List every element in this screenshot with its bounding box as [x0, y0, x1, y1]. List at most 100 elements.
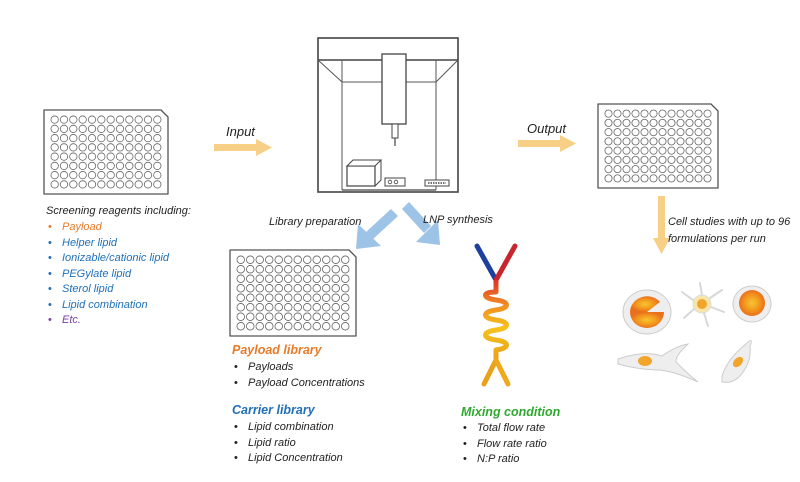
plate-well	[284, 265, 293, 274]
plate-well	[649, 165, 658, 174]
plate-well	[134, 143, 143, 152]
library-preparation-label: Library preparation	[269, 216, 362, 228]
plate-well	[667, 128, 676, 137]
plate-well	[631, 128, 640, 137]
plate-well	[303, 312, 312, 321]
plate-well	[134, 134, 143, 143]
plate-well	[50, 115, 59, 124]
payload-library-title: Payload library	[232, 343, 322, 357]
plate-well	[59, 152, 69, 161]
cell-studies-line-2: formulations per run	[668, 233, 766, 245]
plate-well	[143, 134, 153, 143]
plate-well	[106, 124, 115, 133]
plate-well	[604, 155, 613, 164]
plate-well	[115, 180, 125, 189]
plate-well	[303, 293, 312, 302]
plate-well	[604, 118, 613, 127]
plate-well	[78, 152, 87, 161]
plate-well	[331, 265, 340, 274]
payload-library-item: Payload Concentrations	[232, 376, 365, 392]
carrier-library-item: Lipid combination	[232, 420, 343, 436]
plate-well	[106, 115, 115, 124]
plate-well	[143, 152, 153, 161]
plate-well	[631, 118, 640, 127]
plate-well	[622, 137, 631, 146]
plate-well	[59, 134, 69, 143]
plate-well	[649, 137, 658, 146]
plate-well	[312, 322, 321, 331]
plate-well	[703, 155, 712, 164]
plate-well	[322, 303, 331, 312]
plate-well	[97, 171, 106, 180]
plate-well	[613, 174, 622, 183]
plate-well	[97, 134, 106, 143]
plate-well	[640, 146, 649, 155]
mixing-condition-item: Total flow rate	[461, 421, 547, 437]
plate-well	[312, 274, 321, 283]
plate-well	[59, 180, 69, 189]
plate-well	[125, 143, 134, 152]
plate-well	[604, 174, 613, 183]
plate-well	[115, 171, 125, 180]
plate-well	[78, 180, 87, 189]
plate-well	[78, 171, 87, 180]
plate-well	[676, 109, 685, 118]
plate-well	[59, 115, 69, 124]
plate-well	[97, 124, 106, 133]
plate-well	[265, 255, 274, 264]
plate-well	[284, 284, 293, 293]
plate-well	[658, 118, 667, 127]
plate-well	[78, 115, 87, 124]
plate-well	[106, 134, 115, 143]
plate-well	[613, 146, 622, 155]
plate-well	[265, 312, 274, 321]
plate-well	[153, 152, 162, 161]
plate-well	[236, 293, 245, 302]
plate-well	[255, 303, 264, 312]
plate-well	[622, 174, 631, 183]
plate-well	[312, 293, 321, 302]
mixing-condition-item: Flow rate ratio	[461, 437, 547, 453]
plate-well	[658, 109, 667, 118]
plate-well	[694, 118, 703, 127]
output-label: Output	[527, 121, 567, 136]
plate-well	[676, 137, 685, 146]
plate-well	[303, 274, 312, 283]
plate-well	[106, 171, 115, 180]
plate-well	[631, 109, 640, 118]
plate-well	[703, 118, 712, 127]
plate-well	[703, 174, 712, 183]
output-well-plate	[597, 103, 719, 189]
plate-well	[236, 274, 245, 283]
plate-well	[604, 146, 613, 155]
plate-well	[685, 155, 694, 164]
plate-well	[143, 161, 153, 170]
plate-well	[69, 134, 78, 143]
plate-well	[667, 146, 676, 155]
screening-item-sterol-lipid: Sterol lipid	[46, 282, 169, 298]
plate-well	[293, 312, 302, 321]
plate-well	[703, 165, 712, 174]
plate-well	[667, 109, 676, 118]
plate-well	[649, 146, 658, 155]
plate-well	[303, 255, 312, 264]
plate-well	[50, 161, 59, 170]
plate-well	[69, 143, 78, 152]
plate-well	[274, 303, 283, 312]
plate-well	[134, 152, 143, 161]
plate-well	[115, 134, 125, 143]
plate-well	[676, 118, 685, 127]
carrier-library-list: Lipid combination Lipid ratio Lipid Conc…	[232, 420, 343, 467]
plate-well	[312, 265, 321, 274]
mixing-condition-title: Mixing condition	[461, 405, 561, 419]
plate-well	[134, 115, 143, 124]
plate-well	[322, 312, 331, 321]
library-prep-arrow-icon	[356, 209, 398, 249]
plate-well	[115, 143, 125, 152]
plate-well	[106, 152, 115, 161]
plate-well	[87, 143, 97, 152]
plate-well	[255, 255, 264, 264]
plate-well	[59, 124, 69, 133]
plate-well	[50, 152, 59, 161]
plate-well	[59, 161, 69, 170]
